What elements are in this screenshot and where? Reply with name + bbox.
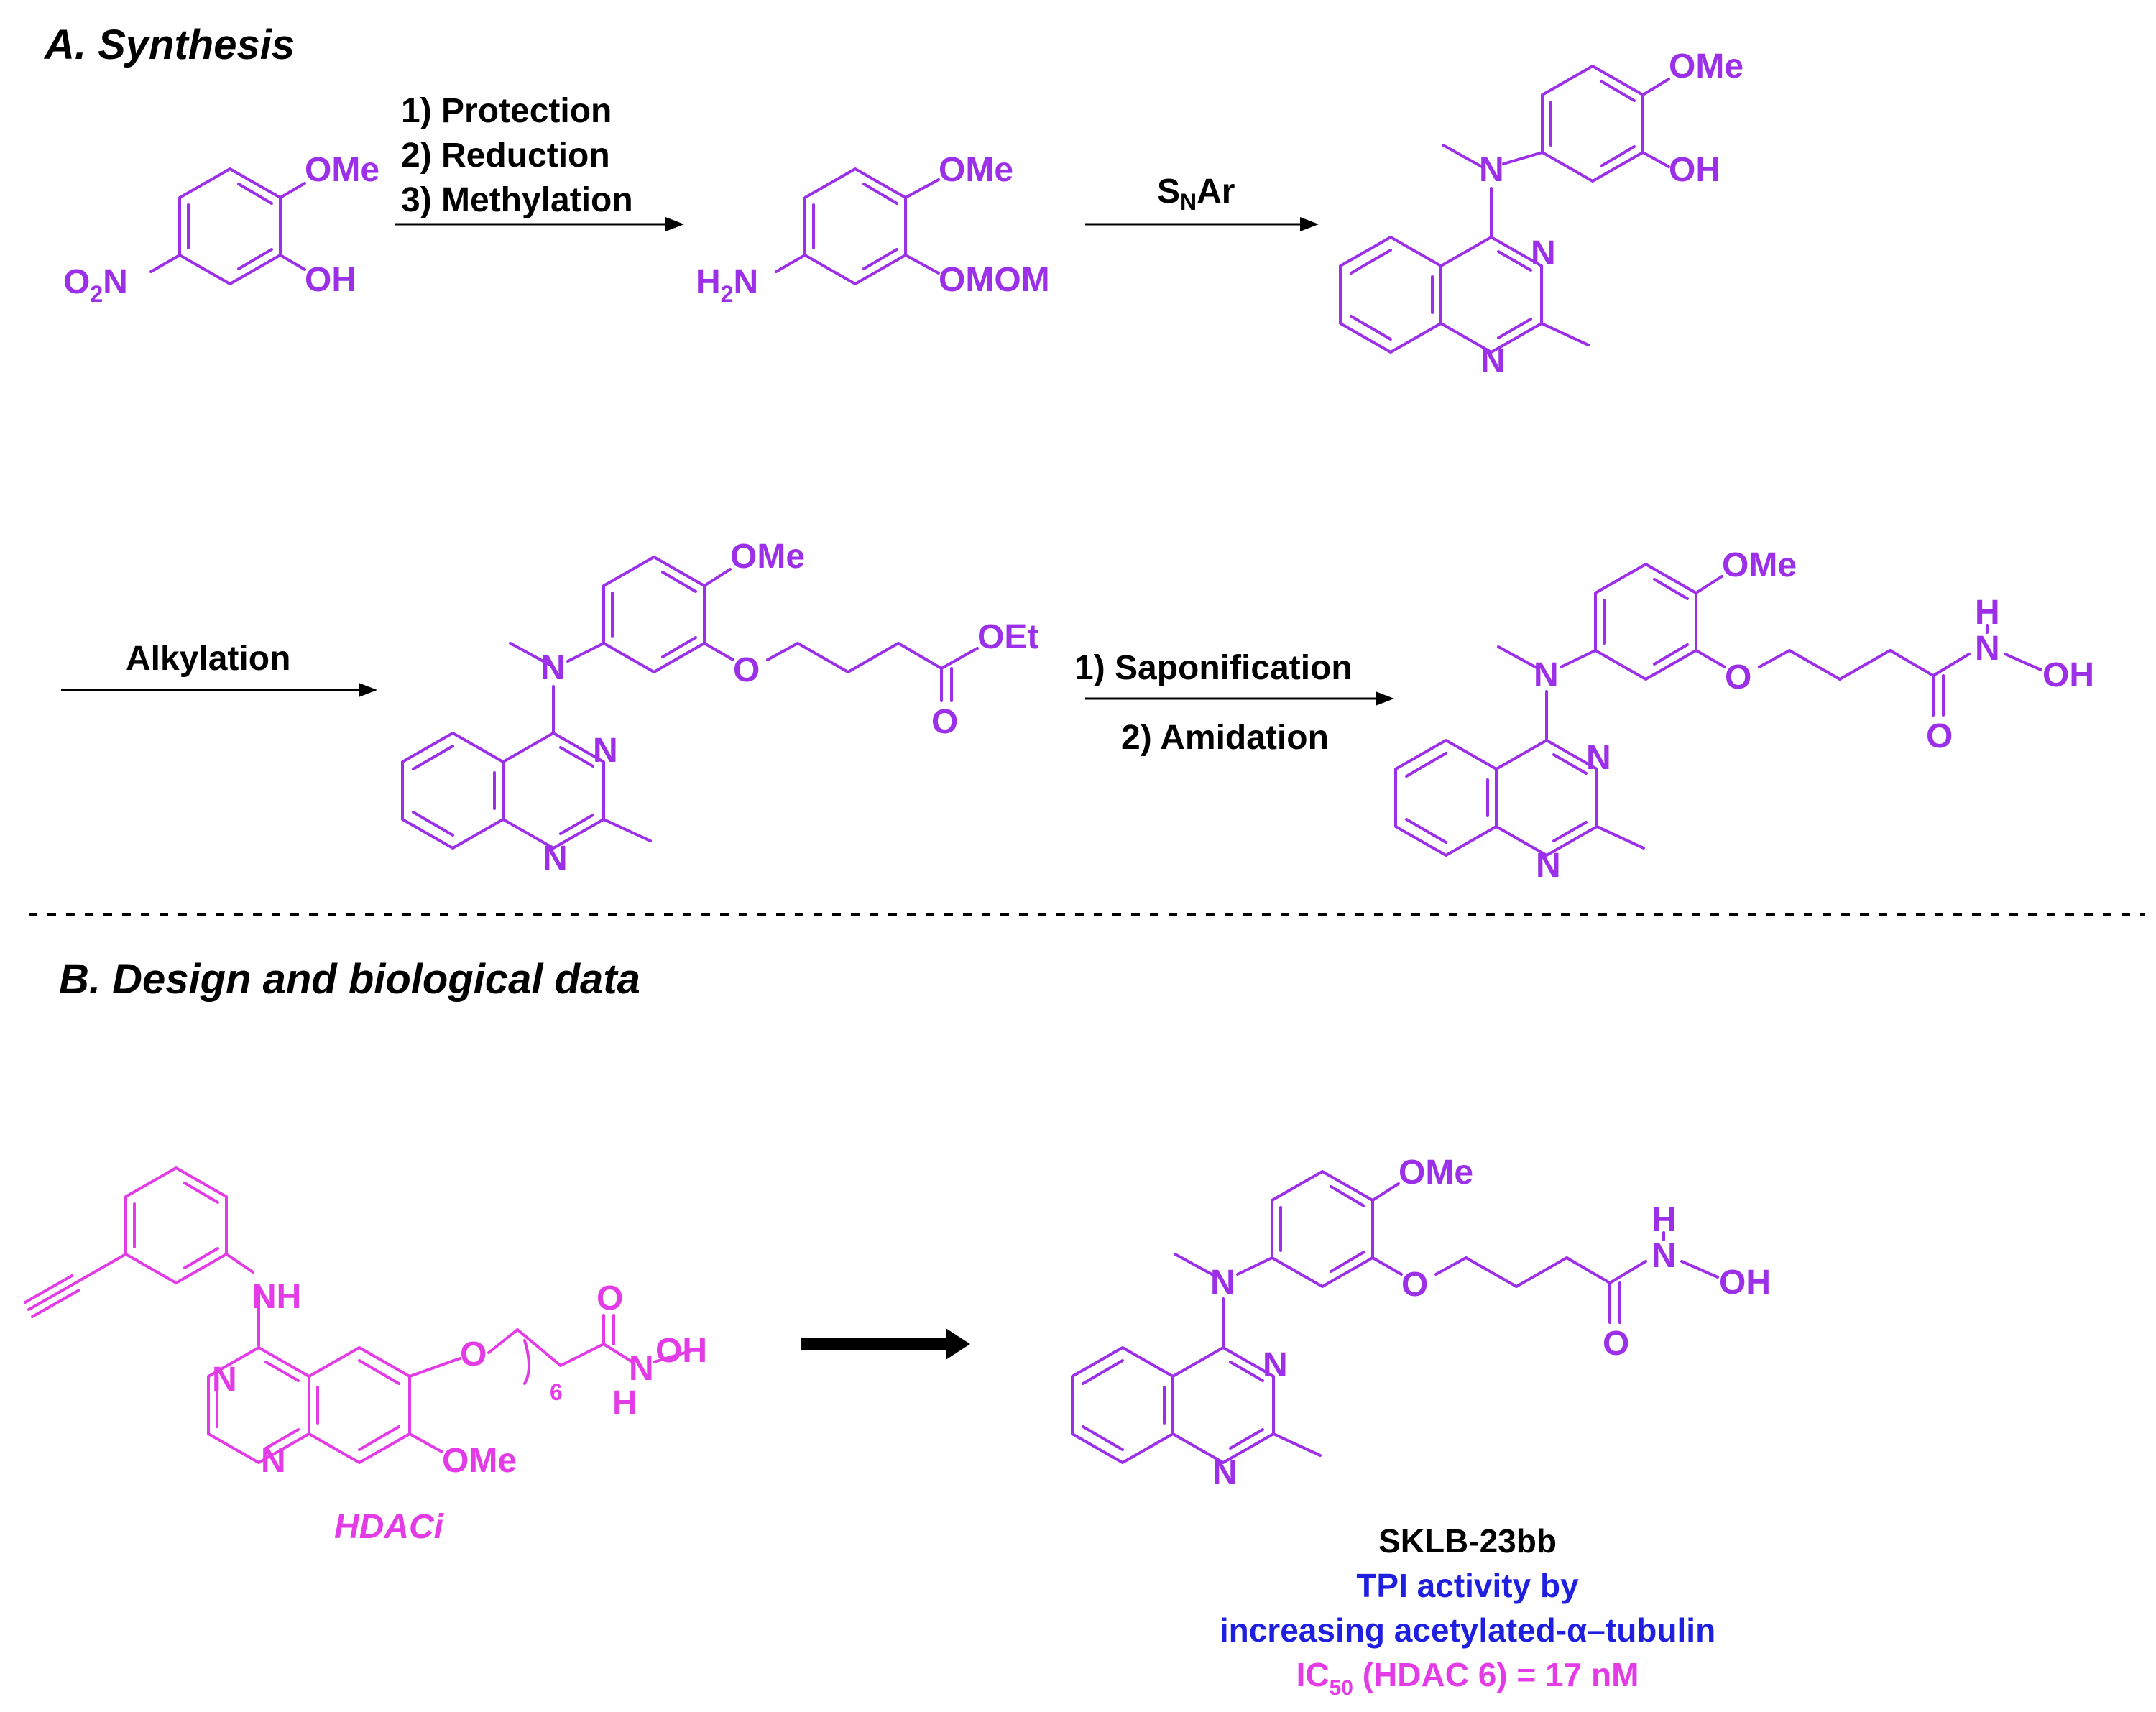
activity-line-2: increasing acetylated-α–tubulin — [1220, 1611, 1715, 1649]
condition-saponification: 1) Saponification — [1074, 649, 1353, 687]
n1-label: N — [261, 1442, 286, 1480]
oh-label: OH — [655, 1332, 707, 1370]
ome-label: OMe — [442, 1442, 517, 1480]
amine-n-label: N — [1534, 656, 1559, 694]
reaction-arrow-1: 1) Protection 2) Reduction 3) Methylatio… — [395, 92, 684, 231]
n3-label: N — [1586, 739, 1611, 777]
chain-count-label: 6 — [550, 1379, 563, 1405]
amine-label: H2N — [696, 263, 758, 307]
n1-label: N — [543, 839, 568, 878]
compound-hdaci: NH O 6 O N OH H N N OMe HDACi — [24, 1166, 707, 1546]
condition-methylation: 3) Methylation — [401, 181, 633, 219]
heading-synthesis: A. Synthesis — [43, 22, 295, 68]
carbonyl-o-label: O — [1926, 717, 1953, 755]
reaction-arrow-3: Alkylation — [61, 640, 377, 697]
oh-label: OH — [2042, 656, 2094, 694]
ome-label: OMe — [1669, 47, 1743, 86]
ic50-value: IC50 (HDAC 6) = 17 nM — [1296, 1656, 1639, 1700]
amine-n-label: N — [540, 649, 566, 687]
n3-label: N — [212, 1361, 237, 1399]
oh-label: OH — [305, 261, 356, 299]
ome-label: OMe — [730, 538, 805, 576]
nh-h-label: H — [1651, 1201, 1677, 1239]
n1-label: N — [1212, 1454, 1238, 1492]
compound-nitro-phenol: OMe OH O2N — [63, 151, 379, 307]
reaction-arrow-2: SNAr — [1085, 172, 1319, 231]
hydroxamic-n-label: N — [1651, 1237, 1677, 1275]
amine-n-label: N — [1479, 151, 1504, 189]
compound-phenol-quinazoline: OMe OH N N N — [1339, 47, 1743, 380]
nh-label: NH — [252, 1278, 301, 1316]
ether-o-label: O — [460, 1335, 487, 1373]
n3-label: N — [1531, 234, 1556, 272]
oh-label: OH — [1669, 151, 1720, 189]
ome-label: OMe — [1722, 546, 1797, 584]
condition-snar: SNAr — [1157, 172, 1235, 215]
nh-h-label: H — [612, 1384, 637, 1422]
condition-alkylation: Alkylation — [126, 640, 290, 678]
n1-label: N — [1536, 847, 1561, 885]
n3-label: N — [593, 732, 618, 770]
nh-h-label: H — [1975, 594, 2000, 632]
condition-protection: 1) Protection — [401, 92, 612, 130]
nitro-label: O2N — [63, 263, 128, 307]
carbonyl-o-label: O — [1603, 1325, 1629, 1363]
compound-name: SKLB-23bb — [1378, 1522, 1557, 1560]
ether-o-label: O — [1725, 658, 1751, 696]
carbonyl-o-label: O — [596, 1279, 623, 1317]
ome-label: OMe — [305, 151, 379, 189]
condition-amidation: 2) Amidation — [1121, 719, 1329, 757]
omom-label: OMOM — [939, 261, 1050, 299]
carbonyl-o-label: O — [931, 703, 958, 741]
hydroxamic-n-label: N — [1975, 630, 2000, 668]
hdaci-caption: HDACi — [334, 1508, 445, 1546]
condition-reduction: 2) Reduction — [401, 137, 610, 175]
compound-sklb-23bb: OMe O H N OH O N N N SKLB-23bb TPI activ… — [1071, 1154, 1771, 1700]
n3-label: N — [1263, 1346, 1288, 1384]
hydroxamic-n-label: N — [629, 1350, 654, 1388]
compound-ester: OMe O OEt O N N N — [401, 538, 1038, 878]
heading-design: B. Design and biological data — [59, 956, 640, 1003]
amine-n-label: N — [1210, 1264, 1235, 1302]
reaction-arrow-4: 1) Saponification 2) Amidation — [1074, 649, 1394, 757]
activity-line-1: TPI activity by — [1356, 1567, 1579, 1604]
design-arrow — [801, 1328, 970, 1360]
ome-label: OMe — [1399, 1154, 1473, 1192]
n1-label: N — [1480, 342, 1506, 380]
compound-hydroxamic-acid: OMe O H N OH O N N N — [1394, 546, 2094, 885]
ome-label: OMe — [939, 151, 1013, 189]
compound-mom-aniline: OMe OMOM H2N — [696, 151, 1050, 307]
ether-o-label: O — [733, 651, 760, 689]
ether-o-label: O — [1401, 1266, 1428, 1304]
oet-label: OEt — [977, 618, 1038, 656]
oh-label: OH — [1719, 1264, 1771, 1302]
